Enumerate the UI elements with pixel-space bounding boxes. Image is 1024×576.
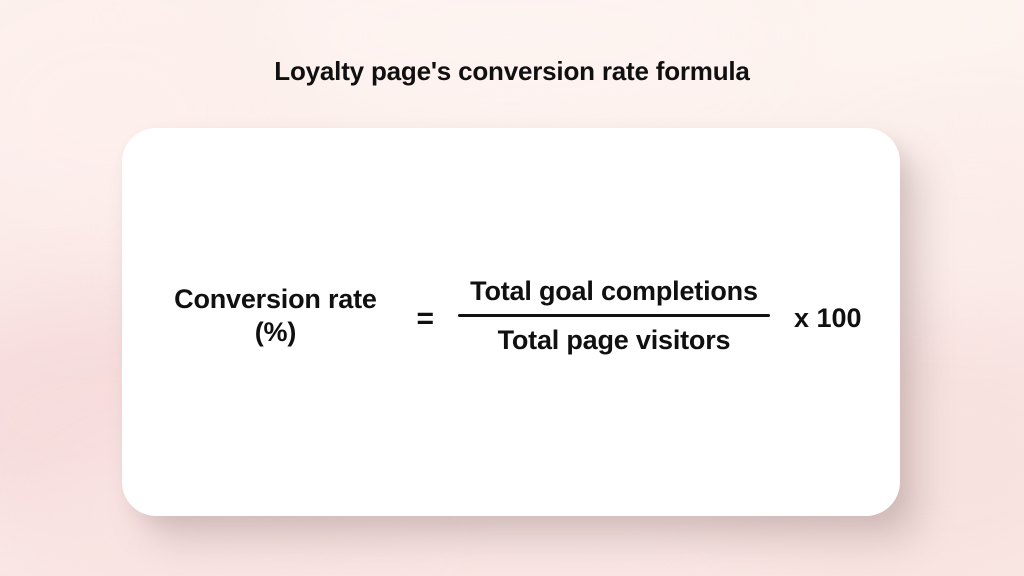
page-title: Loyalty page's conversion rate formula xyxy=(274,56,750,86)
conversion-rate-label: Conversion rate (%) xyxy=(160,283,390,349)
percent-symbol-text: (%) xyxy=(254,317,297,347)
formula-container: Conversion rate (%) = Total goal complet… xyxy=(122,128,900,516)
fraction: Total goal completions Total page visito… xyxy=(457,276,770,356)
fraction-numerator: Total goal completions xyxy=(470,276,758,306)
fraction-bar xyxy=(457,314,770,317)
fraction-denominator: Total page visitors xyxy=(497,325,731,355)
multiplier-label: x 100 xyxy=(793,302,862,333)
equals-sign: = xyxy=(416,302,434,335)
conversion-rate-text: Conversion rate xyxy=(174,284,377,315)
formula-card xyxy=(122,128,900,516)
formula-expression: Conversion rate (%) = Total goal complet… xyxy=(160,276,861,356)
